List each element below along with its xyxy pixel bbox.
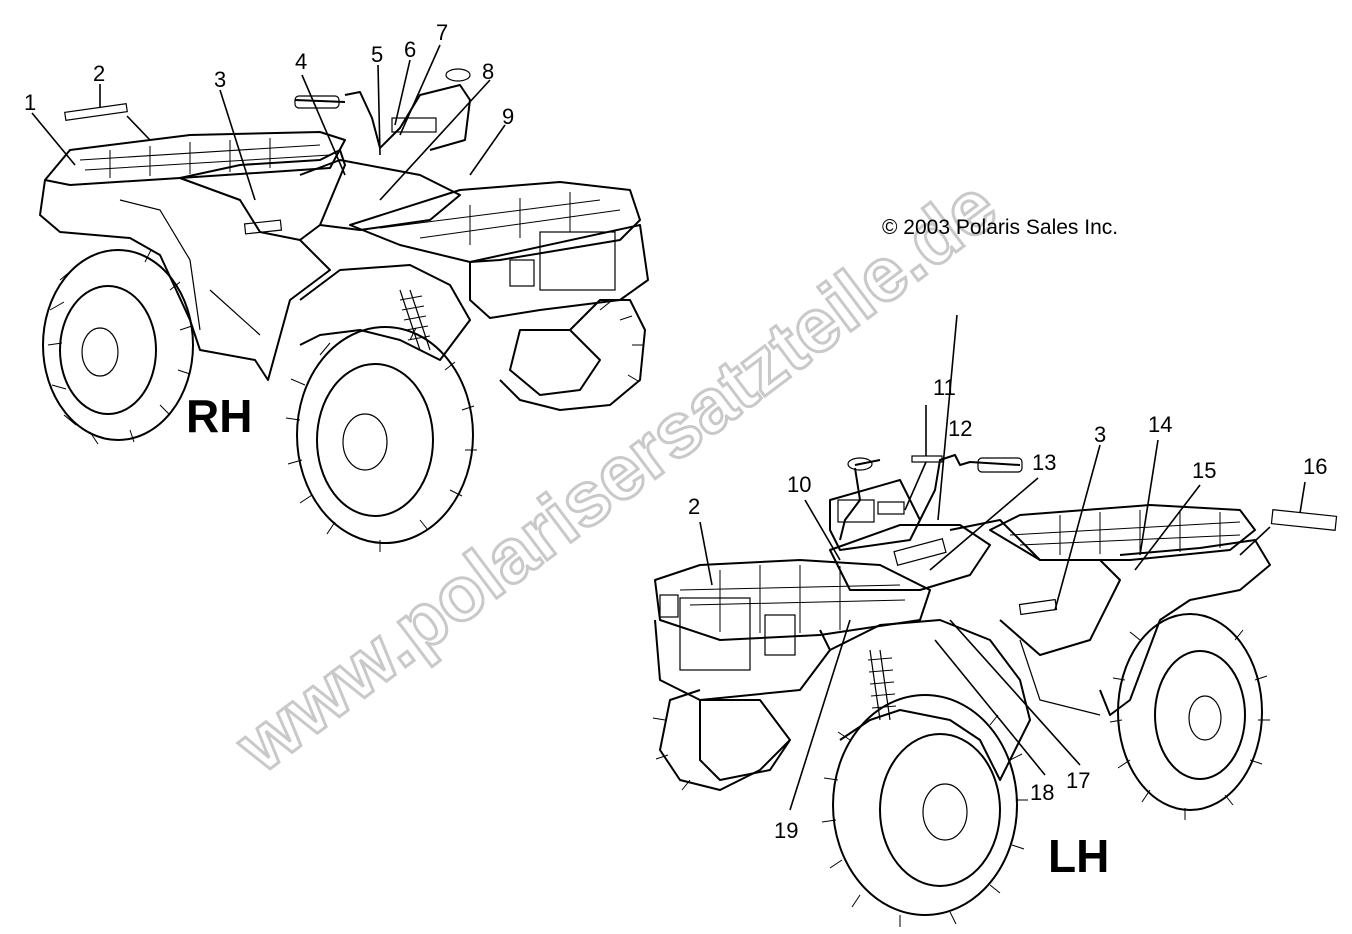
atv-rh-drawing: [39, 68, 649, 552]
callout-rh-7: 7: [436, 20, 448, 45]
lh-front-wheel: [821, 694, 1028, 927]
lh-rear-wheel: [1109, 613, 1270, 820]
lh-leader-lines: [699, 314, 1306, 811]
callout-rh-1: 1: [24, 90, 36, 115]
rh-rear-wheel: [42, 249, 194, 445]
view-label-rh: RH: [186, 390, 252, 442]
callout-rh-8: 8: [482, 59, 494, 84]
callout-lh-17: 17: [1066, 768, 1090, 793]
view-label-lh: LH: [1048, 830, 1109, 882]
watermark-text: www.polarisersatzteile.de: [220, 163, 1012, 789]
callout-lh-11: 11: [933, 375, 956, 400]
callout-lh-16: 16: [1303, 454, 1327, 479]
callout-rh-6: 6: [404, 37, 416, 62]
lh-callouts: 11 12 13 3 14 15 16 10 2 17 18 19: [688, 375, 1327, 843]
callout-lh-3: 3: [1094, 422, 1106, 447]
callout-rh-2: 2: [93, 61, 105, 86]
callout-lh-19: 19: [774, 818, 798, 843]
callout-lh-18: 18: [1030, 780, 1054, 805]
decal-16-lh: [1270, 509, 1338, 531]
atv-lh-drawing: [652, 454, 1271, 927]
callout-rh-5: 5: [371, 42, 383, 67]
rh-callouts: 1 2 3 4 5 6 7 8 9: [24, 20, 514, 129]
rh-leader-lines: [31, 44, 506, 201]
rh-front-wheel: [285, 326, 477, 552]
decal-2-rh: [64, 103, 128, 121]
copyright-notice: © 2003 Polaris Sales Inc.: [882, 216, 1118, 239]
decal-11-lh: [911, 455, 943, 463]
callout-rh-9: 9: [502, 104, 514, 129]
callout-lh-12: 12: [948, 416, 972, 441]
callout-lh-15: 15: [1192, 458, 1216, 483]
callout-rh-3: 3: [214, 67, 226, 92]
callout-lh-13: 13: [1032, 450, 1056, 475]
callout-lh-2: 2: [688, 494, 700, 519]
callout-lh-10: 10: [787, 472, 811, 497]
callout-lh-14: 14: [1148, 412, 1172, 437]
callout-rh-4: 4: [295, 49, 307, 74]
